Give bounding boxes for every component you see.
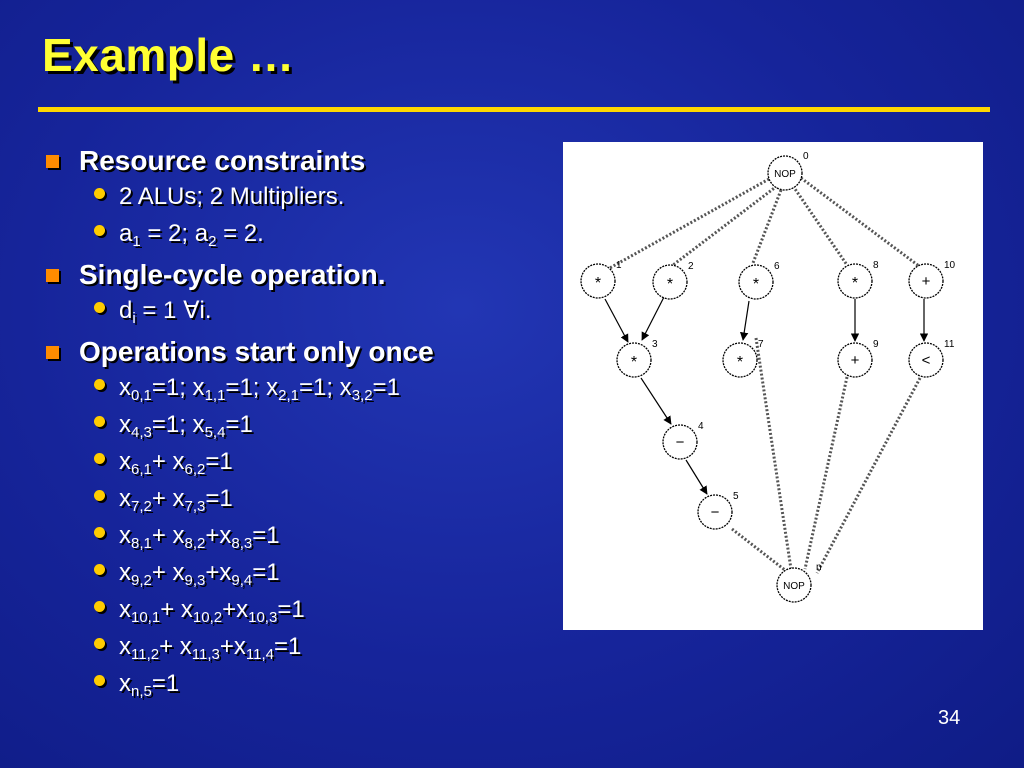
- round-bullet-icon: [94, 453, 105, 464]
- sub-bullet: 2 ALUs; 2 Multipliers.: [94, 178, 564, 215]
- node-3-op: *: [631, 354, 637, 371]
- node-0-id: 0: [803, 151, 809, 162]
- bullet-text: Resource constraints: [79, 145, 366, 176]
- node-9-circle: [837, 342, 873, 378]
- node-0-circle: [767, 155, 803, 191]
- node-10-id: 10: [944, 260, 956, 271]
- node-n-id: n: [816, 562, 822, 573]
- node-10-circle: [908, 263, 944, 299]
- node-4-id: 4: [698, 421, 704, 432]
- sub-bullet-x: x11,2+ x11,3+x11,4=1: [94, 628, 564, 665]
- bullet-resource-constraints: Resource constraints: [44, 144, 564, 178]
- slide-title: Example …: [42, 29, 295, 81]
- node-4-op: −: [676, 434, 685, 451]
- bullet-single-cycle: Single-cycle operation.: [44, 258, 564, 292]
- round-bullet-icon: [94, 225, 105, 236]
- node-2-circle: [652, 264, 688, 300]
- square-bullet-icon: [46, 346, 59, 359]
- sub-bullet-x: x0,1=1; x1,1=1; x2,1=1; x3,2=1: [94, 369, 564, 406]
- node-1-op: *: [595, 275, 601, 292]
- node-1-circle: [580, 263, 616, 299]
- bullet-text: Operations start only once: [79, 336, 434, 367]
- bullet-operations-once: Operations start only once: [44, 335, 564, 369]
- node-5-op: −: [711, 504, 720, 521]
- node-ids: 0 1 2 6 8 10 3 7 9 11 4 5 n: [616, 151, 956, 573]
- node-7-op: *: [737, 354, 743, 371]
- round-bullet-icon: [94, 601, 105, 612]
- page-number: 34: [938, 707, 961, 729]
- title-divider: [38, 107, 990, 112]
- sub-bullet-x: x6,1+ x6,2=1: [94, 443, 564, 480]
- node-6-op: *: [753, 276, 759, 293]
- round-bullet-icon: [94, 490, 105, 501]
- sub-bullet-x: x8,1+ x8,2+x8,3=1: [94, 517, 564, 554]
- round-bullet-icon: [94, 188, 105, 199]
- round-bullet-icon: [94, 675, 105, 686]
- node-1-id: 1: [616, 260, 622, 271]
- round-bullet-icon: [94, 527, 105, 538]
- equation-a: a1 = 2; a2 = 2.: [119, 220, 264, 250]
- arrow-edges: [604, 296, 929, 495]
- node-7-id: 7: [758, 339, 764, 350]
- node-11-id: 11: [944, 339, 955, 350]
- node-0-op: NOP: [774, 169, 796, 180]
- sub-bullet-x: x10,1+ x10,2+x10,3=1: [94, 591, 564, 628]
- bullet-text: Single-cycle operation.: [79, 259, 386, 290]
- scheduling-graph: NOP * * * * + * * + < − − NOP 0 1 2 6 8 …: [563, 142, 983, 630]
- round-bullet-icon: [94, 379, 105, 390]
- sub-bullet-x: x7,2+ x7,3=1: [94, 480, 564, 517]
- square-bullet-icon: [46, 155, 59, 168]
- node-11-op: <: [922, 352, 931, 369]
- node-6-circle: [738, 264, 774, 300]
- node-2-op: *: [667, 276, 673, 293]
- sequencing-graph-svg: NOP * * * * + * * + < − − NOP 0 1 2 6 8 …: [580, 151, 956, 603]
- sub-bullet-x: x9,2+ x9,3+x9,4=1: [94, 554, 564, 591]
- node-2-id: 2: [688, 261, 694, 272]
- node-7-circle: [722, 342, 758, 378]
- round-bullet-icon: [94, 302, 105, 313]
- round-bullet-icon: [94, 564, 105, 575]
- equation-d: di = 1 ∀i.: [119, 297, 212, 327]
- node-6-id: 6: [774, 261, 780, 272]
- sub-bullet-x: x4,3=1; x5,4=1: [94, 406, 564, 443]
- sub-bullet-text: 2 ALUs; 2 Multipliers.: [119, 183, 345, 210]
- node-n-op: NOP: [783, 581, 805, 592]
- square-bullet-icon: [46, 269, 59, 282]
- sub-bullet-x: xn,5=1: [94, 665, 564, 702]
- node-labels: NOP * * * * + * * + < − − NOP: [595, 169, 931, 592]
- node-circles: [580, 155, 944, 603]
- round-bullet-icon: [94, 416, 105, 427]
- node-4-circle: [662, 424, 698, 460]
- node-n-circle: [776, 567, 812, 603]
- node-3-id: 3: [652, 339, 658, 350]
- node-8-id: 8: [873, 260, 879, 271]
- node-9-id: 9: [873, 339, 879, 350]
- node-5-id: 5: [733, 491, 739, 502]
- round-bullet-icon: [94, 638, 105, 649]
- node-11-circle: [908, 342, 944, 378]
- node-10-op: +: [922, 273, 931, 290]
- bullet-list: Resource constraints 2 ALUs; 2 Multiplie…: [44, 138, 564, 702]
- dotted-edges: [607, 176, 922, 576]
- node-5-circle: [697, 494, 733, 530]
- node-3-circle: [616, 342, 652, 378]
- node-8-op: *: [852, 275, 858, 292]
- sub-bullet: a1 = 2; a2 = 2.: [94, 215, 564, 252]
- node-9-op: +: [851, 352, 860, 369]
- node-8-circle: [837, 263, 873, 299]
- sub-bullet: di = 1 ∀i.: [94, 292, 564, 329]
